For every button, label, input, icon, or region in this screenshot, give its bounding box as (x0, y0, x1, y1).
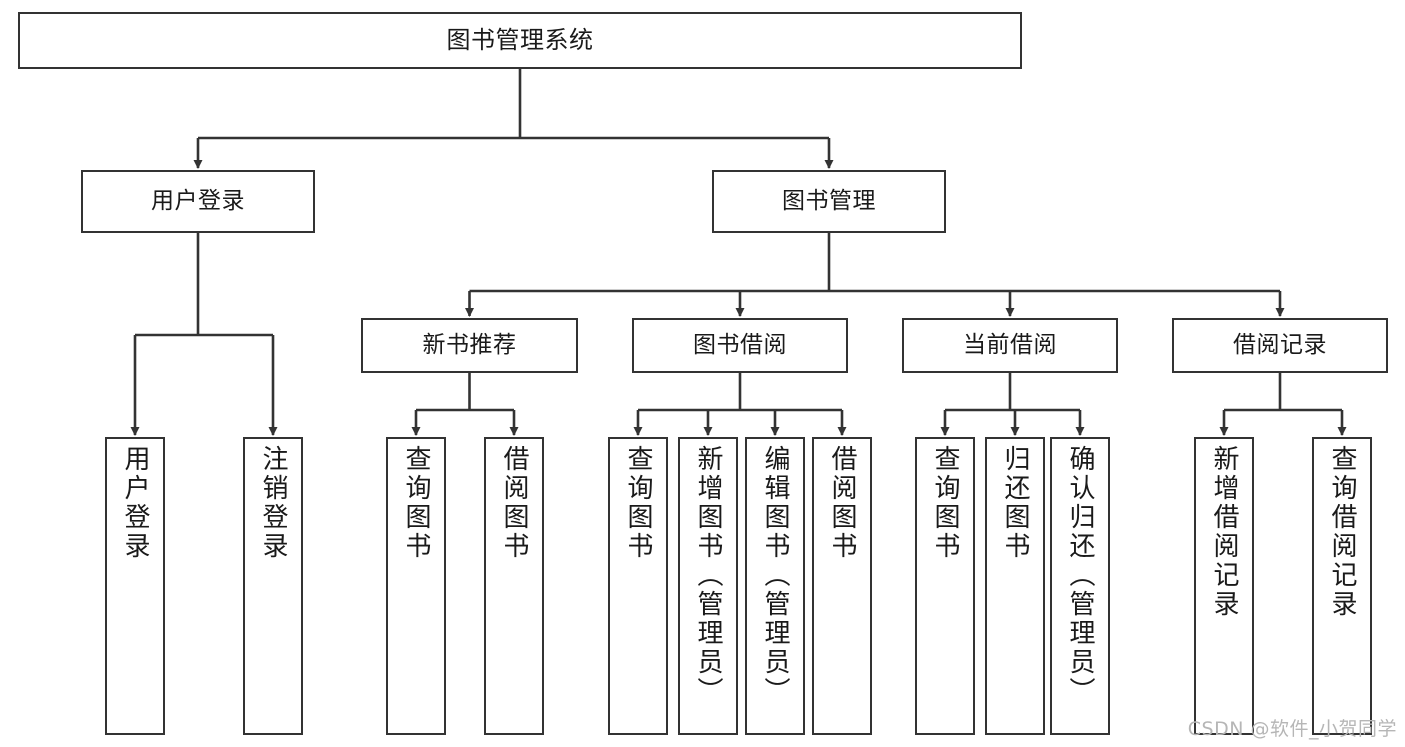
node-book-borrow[interactable]: 图书借阅 (632, 318, 848, 373)
node-leaf-logout[interactable]: 注销登录 (243, 437, 303, 735)
node-leaf-confirm-return[interactable]: 确认归还（管理员） (1050, 437, 1110, 735)
node-label: 注销登录 (258, 445, 288, 561)
node-label: 当前借阅 (963, 331, 1057, 358)
node-leaf-borrow-book-1[interactable]: 借阅图书 (484, 437, 544, 735)
node-label: 图书管理 (782, 187, 876, 214)
node-label: 查询借阅记录 (1327, 445, 1357, 619)
node-leaf-user-login[interactable]: 用户登录 (105, 437, 165, 735)
node-new-book-rec[interactable]: 新书推荐 (361, 318, 578, 373)
node-label: 查询图书 (623, 445, 653, 561)
node-leaf-return-book[interactable]: 归还图书 (985, 437, 1045, 735)
node-leaf-edit-book[interactable]: 编辑图书（管理员） (745, 437, 805, 735)
node-label: 新增图书（管理员） (693, 445, 723, 706)
node-label: 借阅记录 (1233, 331, 1327, 358)
node-leaf-query-book-1[interactable]: 查询图书 (386, 437, 446, 735)
node-leaf-query-book-2[interactable]: 查询图书 (608, 437, 668, 735)
node-label: 用户登录 (120, 445, 150, 561)
node-borrow-record[interactable]: 借阅记录 (1172, 318, 1388, 373)
node-user-login[interactable]: 用户登录 (81, 170, 315, 233)
node-label: 用户登录 (151, 187, 245, 214)
node-label: 图书借阅 (693, 331, 787, 358)
node-label: 新书推荐 (422, 331, 517, 358)
node-label: 图书管理系统 (446, 26, 594, 55)
node-label: 查询图书 (401, 445, 431, 561)
node-label: 借阅图书 (827, 445, 857, 561)
node-leaf-query-book-3[interactable]: 查询图书 (915, 437, 975, 735)
node-current-borrow[interactable]: 当前借阅 (902, 318, 1118, 373)
node-root[interactable]: 图书管理系统 (18, 12, 1022, 69)
node-label: 借阅图书 (499, 445, 529, 561)
node-leaf-add-book[interactable]: 新增图书（管理员） (678, 437, 738, 735)
node-label: 编辑图书（管理员） (760, 445, 790, 706)
node-leaf-query-record[interactable]: 查询借阅记录 (1312, 437, 1372, 735)
node-label: 确认归还（管理员） (1065, 445, 1095, 706)
watermark-text: CSDN @软件_小贺同学 (1187, 718, 1397, 740)
node-leaf-add-record[interactable]: 新增借阅记录 (1194, 437, 1254, 735)
node-leaf-borrow-book-2[interactable]: 借阅图书 (812, 437, 872, 735)
edges (130, 69, 1347, 436)
node-book-manage[interactable]: 图书管理 (712, 170, 946, 233)
node-label: 新增借阅记录 (1209, 445, 1239, 619)
node-label: 查询图书 (930, 445, 960, 561)
node-label: 归还图书 (1000, 445, 1030, 561)
